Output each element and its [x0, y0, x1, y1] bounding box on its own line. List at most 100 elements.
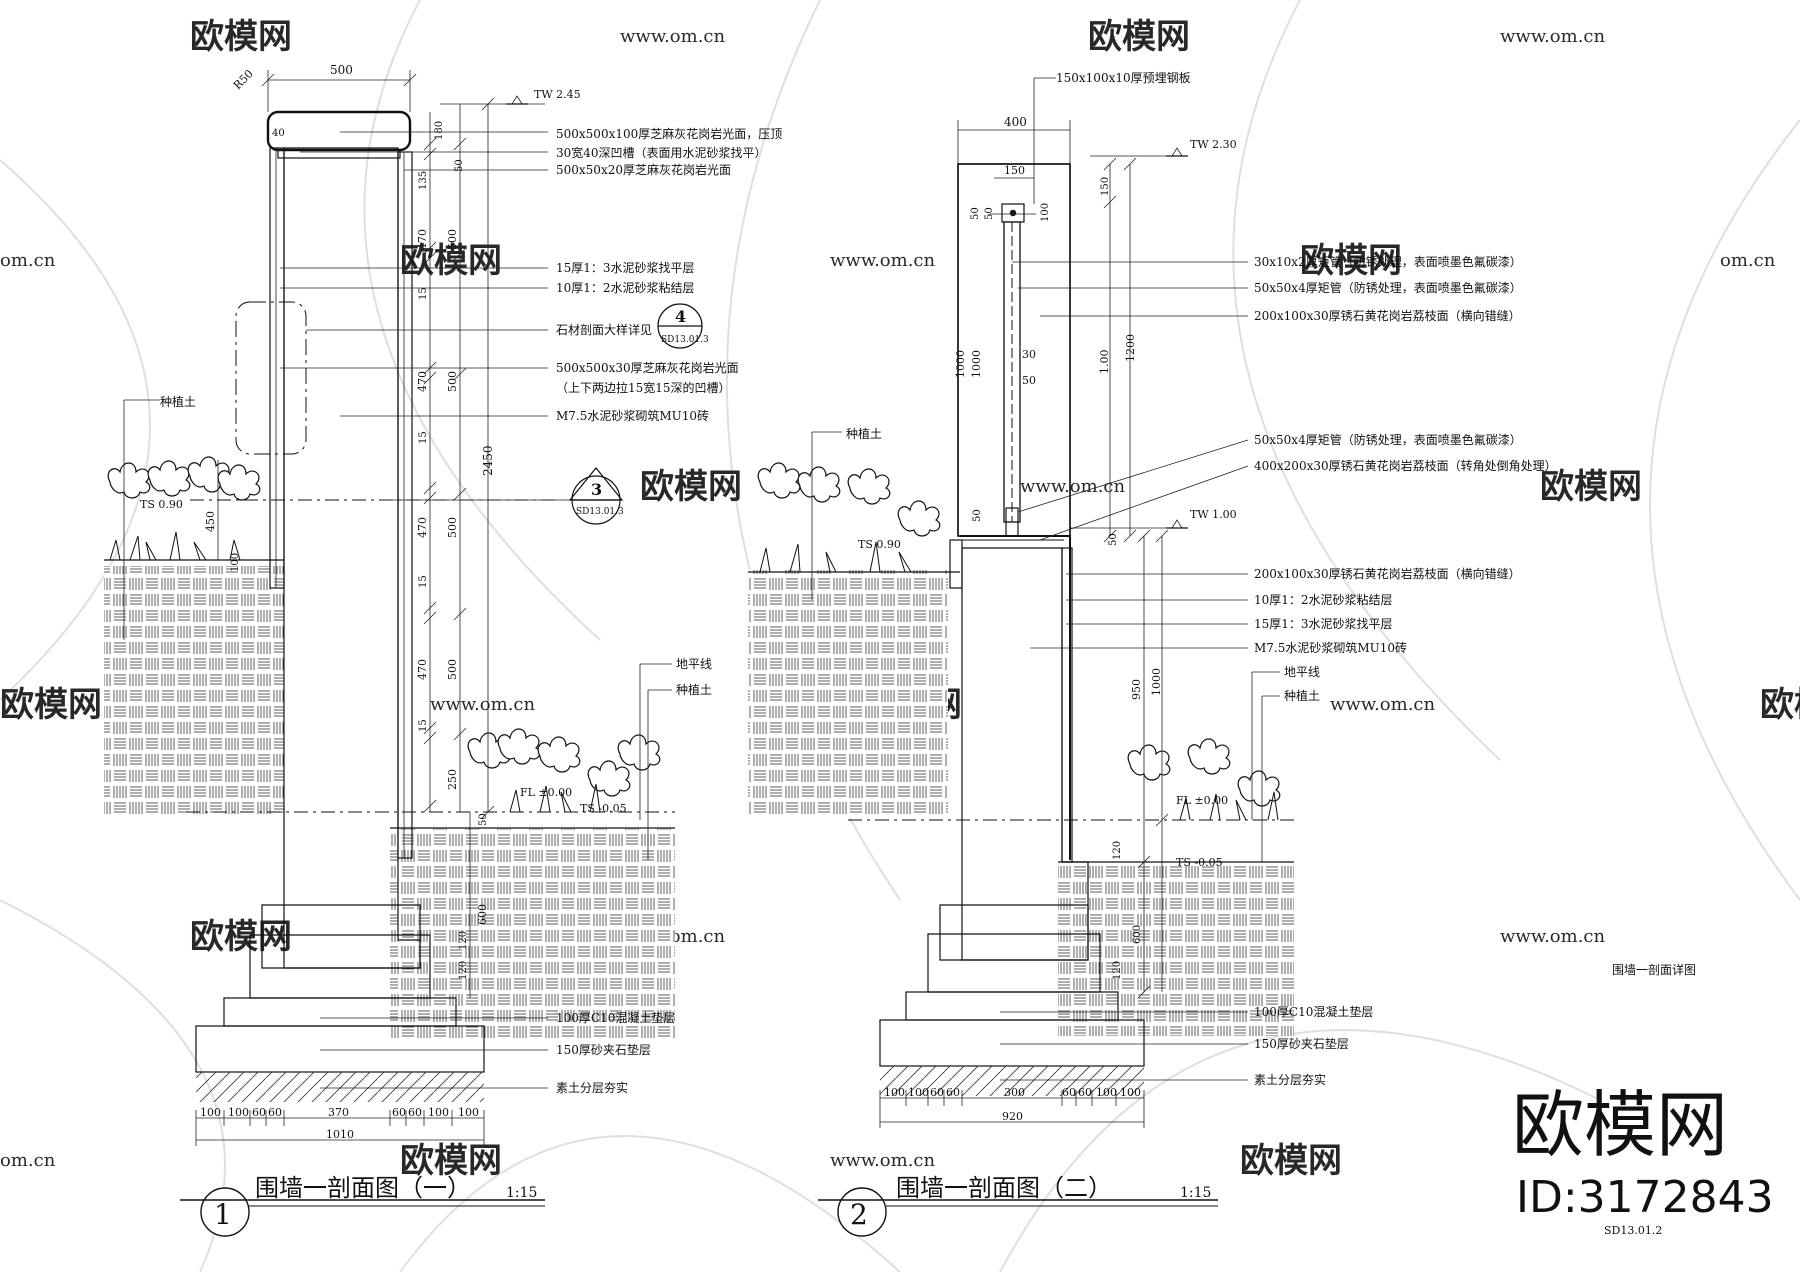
- top-of-soil: TS 0.90: [140, 498, 183, 511]
- dim-text: 60: [1062, 1086, 1076, 1099]
- dim-text: 1000: [970, 350, 983, 378]
- annotation-label: 50x50x4厚矩管（防锈处理，表面喷墨色氟碳漆）: [1254, 280, 1522, 295]
- watermark-brand: 欧模网: [400, 1141, 502, 1181]
- section-2-title: 2 围墙一剖面图（二） 1:15: [818, 1174, 1218, 1237]
- dim-text: 470: [416, 659, 429, 680]
- watermark-url: om.cn: [0, 250, 56, 271]
- watermark-brand: 欧模网: [1088, 17, 1190, 57]
- dim-text: 950: [1130, 679, 1143, 700]
- dim-text: 15: [418, 719, 429, 732]
- shrub-left: [757, 462, 941, 573]
- section-2: 400 150 50 50 100 30 50 1000 1000 50 150…: [748, 71, 1557, 1237]
- dim-text: 100: [884, 1086, 905, 1099]
- dim-text: 135: [418, 171, 429, 190]
- dim-text: 500: [330, 63, 353, 77]
- dim-text: 180: [434, 121, 445, 140]
- coping-groove: [277, 149, 401, 159]
- drawing-number: SD13.01.2: [1604, 1224, 1662, 1237]
- dim-text: 40: [272, 128, 285, 139]
- dim-text: 100: [1096, 1086, 1117, 1099]
- section-1-title: 1 围墙一剖面图（一） 1:15: [180, 1174, 545, 1237]
- planting-soil-label: 种植土: [160, 394, 196, 409]
- shrub-left: [107, 456, 261, 561]
- elevation-tw: TW 2.30: [1190, 138, 1237, 151]
- section-number: 1: [214, 1198, 232, 1231]
- dim-text: 500: [446, 517, 459, 538]
- compacted-soil: [196, 1072, 484, 1102]
- dim-text: 500: [446, 659, 459, 680]
- section-title: 围墙一剖面图（二）: [896, 1174, 1112, 1202]
- watermark-url: www.om.cn: [430, 694, 536, 715]
- annotation-label: 15厚1：3水泥砂浆找平层: [1254, 616, 1393, 631]
- planting-soil-label: 种植土: [1284, 688, 1320, 703]
- dim-total: 920: [1002, 1110, 1023, 1123]
- brand-logo: 欧模网: [1512, 1083, 1728, 1167]
- annotation-label: 石材剖面大样详见: [556, 322, 652, 337]
- dim-text: 50: [972, 509, 983, 522]
- detail-callout-4[interactable]: 4 SD13.01.3: [657, 303, 709, 349]
- dim-text: 500: [446, 371, 459, 392]
- dim-text: 50: [1108, 533, 1119, 546]
- watermark-url: www.om.cn: [1020, 476, 1126, 497]
- watermark-url: www.om.cn: [830, 250, 936, 271]
- watermark-brand: 欧模网: [0, 685, 102, 725]
- dim-text: 50: [984, 207, 995, 220]
- watermark-brand: 欧模网: [400, 241, 502, 281]
- dim-text: 370: [328, 1106, 349, 1119]
- dim-text: 60: [946, 1086, 960, 1099]
- dim-text: 60: [252, 1106, 266, 1119]
- dim-text: 100: [428, 1106, 449, 1119]
- elevation-tw: TW 1.00: [1190, 508, 1237, 521]
- svg-text:SD13.01.3: SD13.01.3: [576, 507, 624, 517]
- dim-text: 15: [418, 575, 429, 588]
- dim-text: 1000: [954, 350, 967, 378]
- base-layer-label: 素土分层夯实: [1254, 1072, 1326, 1087]
- section-title: 围墙一剖面图（一）: [255, 1174, 471, 1202]
- annotation-label: 10厚1：2水泥砂浆粘结层: [1254, 592, 1393, 607]
- annotation-label: （上下两边拉15宽15深的凹槽）: [556, 380, 731, 395]
- dim-text: 100: [228, 1106, 249, 1119]
- planting-soil-hatch: [104, 566, 284, 816]
- elevation-tw: TW 2.45: [534, 88, 581, 101]
- dim-text: 120: [1112, 841, 1123, 860]
- watermark-brand: 欧模网: [1300, 241, 1402, 281]
- dim-text: 100: [458, 1106, 479, 1119]
- planting-soil-hatch: [390, 828, 675, 1038]
- top-of-soil: TS 0.90: [858, 538, 901, 551]
- dim-text: 1.00: [1098, 350, 1111, 375]
- dim-text: 60: [392, 1106, 406, 1119]
- svg-text:3: 3: [591, 480, 602, 499]
- annotation-label: 10厚1：2水泥砂浆粘结层: [556, 280, 695, 295]
- dim-text: 100: [200, 1106, 221, 1119]
- dim-text: 100: [230, 553, 241, 572]
- scale-label: 1:15: [506, 1185, 537, 1201]
- dim-text: 60: [930, 1086, 944, 1099]
- dim-text: 100: [908, 1086, 929, 1099]
- svg-text:4: 4: [675, 307, 686, 326]
- watermark-url: om.cn: [1720, 250, 1776, 271]
- watermark-brand: 欧模网: [190, 17, 292, 57]
- watermark-url: www.om.cn: [620, 26, 726, 47]
- annotation-label: 400x200x30厚锈石黄花岗岩荔枝面（转角处倒角处理）: [1254, 458, 1557, 473]
- dim-text: 60: [268, 1106, 282, 1119]
- dim-total: 1010: [326, 1128, 354, 1141]
- leader-lines: [123, 131, 672, 1089]
- dim-text: 15: [418, 431, 429, 444]
- section-callout-3[interactable]: 3 SD13.01.3: [380, 467, 624, 525]
- scale-label: 1:15: [1180, 1185, 1211, 1201]
- floor-level: FL ±0.00: [1176, 794, 1228, 807]
- sheet-side-title: 围墙一剖面详图: [1612, 962, 1696, 977]
- annotation-label: 500x500x100厚芝麻灰花岗岩光面，压顶: [556, 126, 782, 141]
- watermark-url: www.om.cn: [830, 1150, 936, 1171]
- section-1: 500 R50 40 TW 2.45 180 50 135 470 500: [104, 63, 782, 1237]
- footing-step: [939, 904, 1089, 961]
- footing-step: [261, 904, 421, 969]
- base-layer-label: 100厚C10混凝土垫层: [1254, 1004, 1373, 1019]
- dim-text: 400: [1004, 115, 1027, 129]
- annotation-label: 500x500x30厚芝麻灰花岗岩光面: [556, 360, 739, 375]
- planting-soil-label: 种植土: [846, 426, 882, 441]
- dim-text: 600: [476, 904, 489, 925]
- dim-text: 50: [1022, 374, 1036, 387]
- dim-text: 30: [1022, 348, 1036, 361]
- brand-id: ID:3172843: [1516, 1172, 1774, 1223]
